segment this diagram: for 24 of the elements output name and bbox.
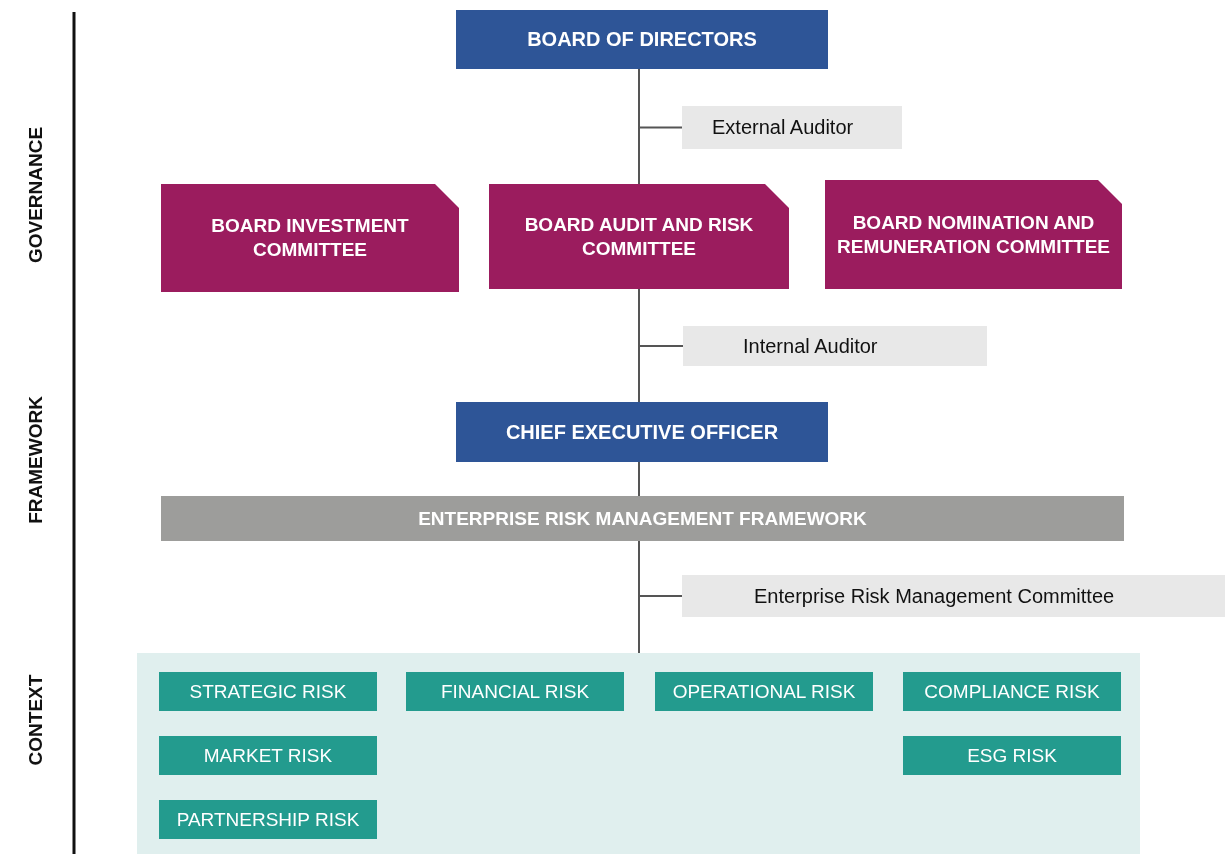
executive-box: CHIEF EXECUTIVE OFFICER bbox=[456, 402, 828, 462]
committee-box: BOARD NOMINATION AND REMUNERATION COMMITTEE bbox=[825, 180, 1122, 289]
risk-box: COMPLIANCE RISK bbox=[903, 672, 1121, 711]
risk-box: FINANCIAL RISK bbox=[406, 672, 624, 711]
auditor-box: External Auditor bbox=[682, 106, 902, 149]
section-label: CONTEXT bbox=[24, 674, 47, 766]
framework-bar: ENTERPRISE RISK MANAGEMENT FRAMEWORK bbox=[161, 496, 1124, 541]
committee-box: BOARD AUDIT AND RISK COMMITTEE bbox=[489, 184, 789, 289]
committee-box: Enterprise Risk Management Committee bbox=[682, 575, 1225, 617]
connector-line bbox=[638, 540, 683, 597]
auditor-box: Internal Auditor bbox=[683, 326, 987, 366]
board-box: BOARD OF DIRECTORS bbox=[456, 10, 828, 69]
risk-box: OPERATIONAL RISK bbox=[655, 672, 873, 711]
risk-box: ESG RISK bbox=[903, 736, 1121, 775]
committee-box: BOARD INVESTMENT COMMITTEE bbox=[161, 184, 459, 292]
risk-box: PARTNERSHIP RISK bbox=[159, 800, 377, 839]
connector-line bbox=[638, 461, 640, 497]
section-label: GOVERNANCE bbox=[25, 126, 48, 264]
risk-box: MARKET RISK bbox=[159, 736, 377, 775]
connector-line bbox=[638, 68, 683, 129]
connector-line bbox=[638, 288, 684, 347]
risk-box: STRATEGIC RISK bbox=[159, 672, 377, 711]
box-shape bbox=[137, 653, 1140, 854]
section-label: FRAMEWORK bbox=[24, 396, 47, 524]
